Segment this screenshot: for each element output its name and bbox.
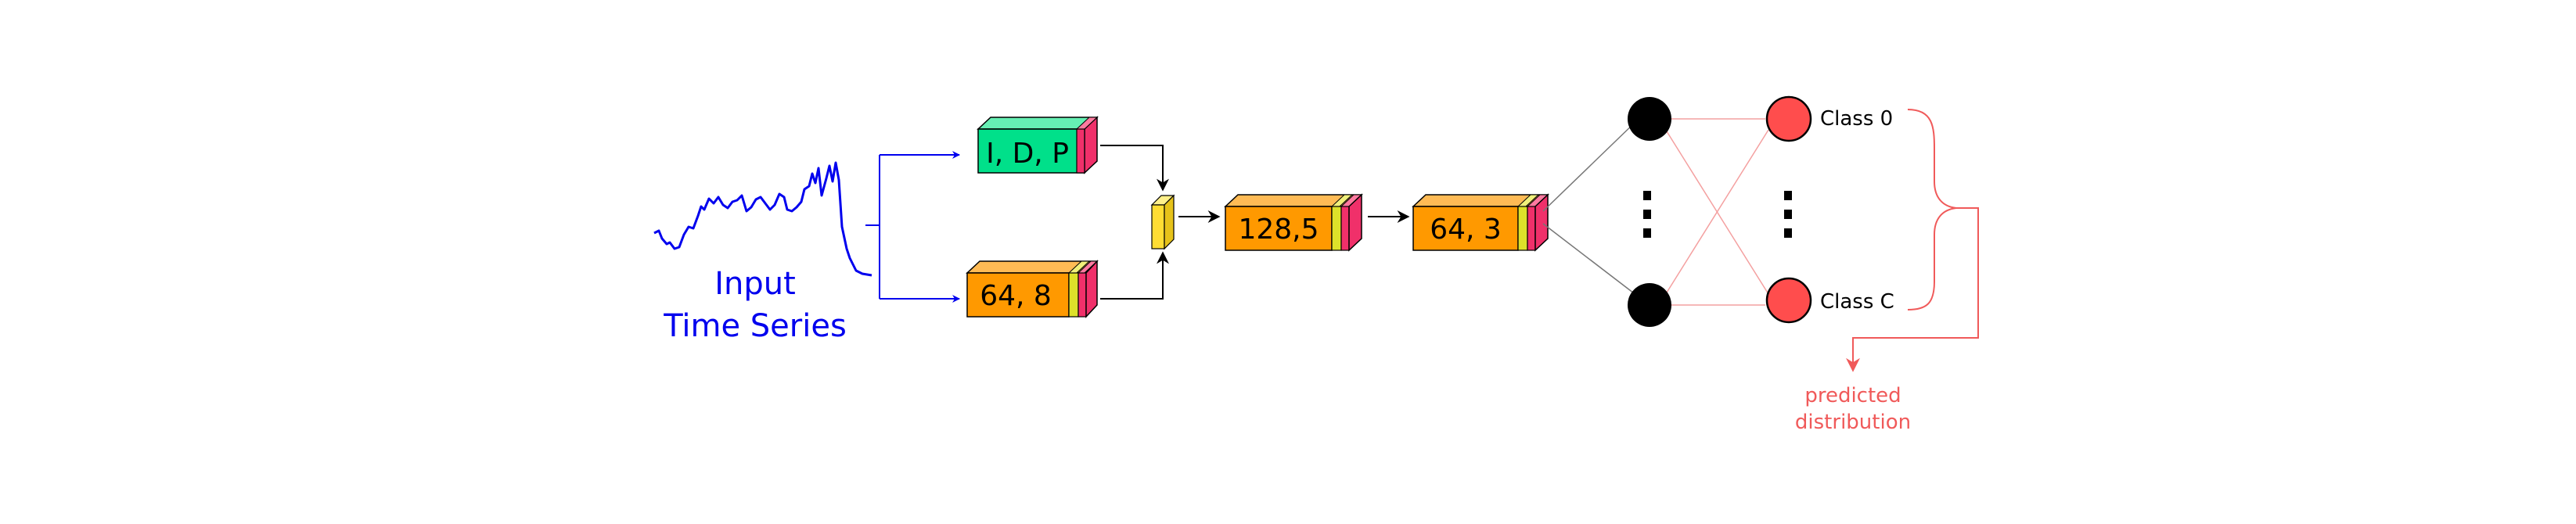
dense-connections [1666,118,1769,306]
class-last-label: Class C [1820,290,1894,314]
output-neuron-class-c [1765,277,1812,324]
merge-arrows [1100,145,1169,300]
conv3-block [1412,193,1549,252]
merge-block [1150,194,1175,250]
class-first-label: Class 0 [1820,107,1893,131]
conv1-block [966,260,1099,318]
predicted-label-line2: distribution [1795,411,1911,434]
predicted-arrow [1846,207,1979,372]
output-neuron-class-0 [1765,95,1812,142]
hidden-ellipsis [1643,191,1651,238]
idp-block-label: I, D, P [986,138,1069,170]
output-brace [1907,109,1957,310]
input-label-line1: Input [714,266,796,302]
idp-block [977,116,1099,174]
conv1-block-label: 64, 8 [980,280,1052,312]
input-time-series-line [653,161,872,277]
input-label-line2: Time Series [663,308,847,344]
conv3-block-label: 64, 3 [1430,214,1502,246]
hidden-neuron-bottom [1628,283,1671,327]
hidden-neuron-top [1628,97,1671,141]
conv2-block-label: 128,5 [1238,214,1319,246]
output-ellipsis [1784,191,1792,238]
input-split-connector [865,151,960,303]
conv2-block [1224,193,1363,252]
predicted-label-line1: predicted [1804,384,1901,407]
gap-connections [1542,120,1638,296]
